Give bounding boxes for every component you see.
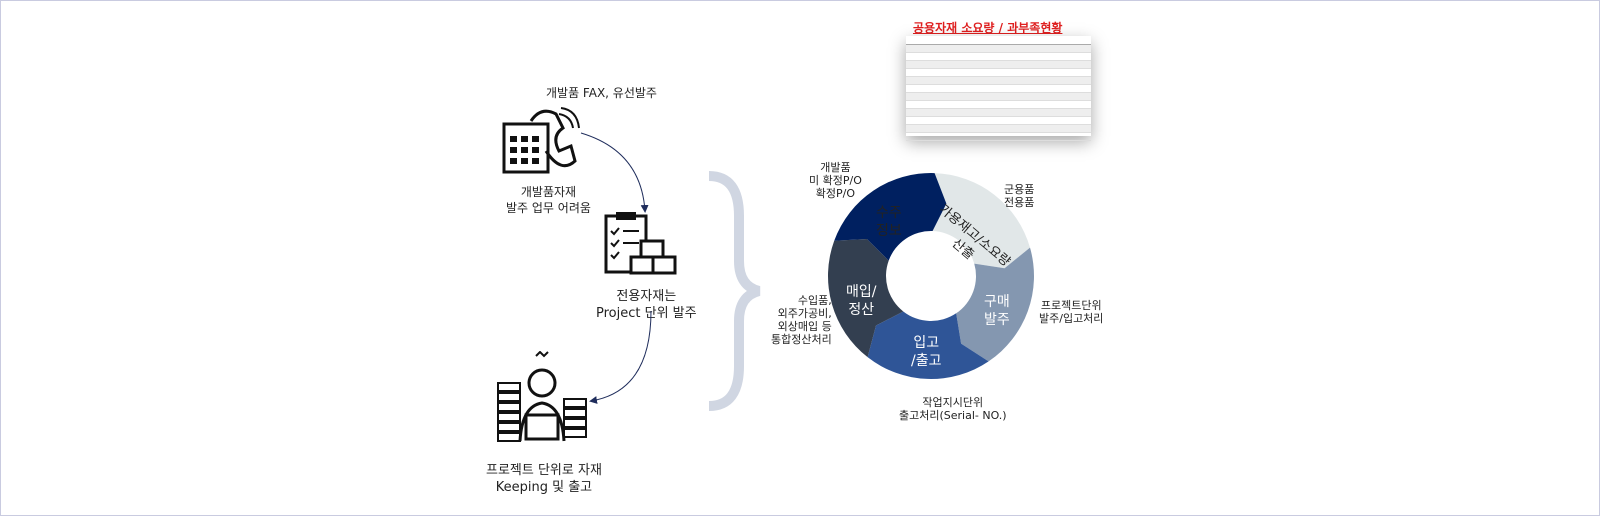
inventory-screenshot: [906, 36, 1091, 141]
segment-order: [932, 173, 1031, 269]
flow-arrows: [580, 132, 761, 411]
segment-settle: [834, 173, 947, 261]
person-laptop-icon: [497, 351, 587, 442]
segment-label-settle: 매입/정산: [846, 284, 877, 318]
cycle-donut: [828, 173, 1034, 379]
curly-brace: [708, 171, 761, 411]
screenshot-title: 공용자재 소요량 / 과부족현황: [913, 21, 1063, 35]
segment-purchase: [867, 311, 989, 379]
fax-caption: 개발품 FAX, 유선발주: [546, 86, 657, 100]
arrow-fax-to-clipboard: [580, 132, 649, 213]
arrow-clipboard-to-person: [589, 310, 652, 404]
segment-stock: [956, 247, 1034, 362]
calculator-phone-icon: [502, 107, 580, 174]
segment-inout: [828, 239, 904, 358]
clipboard-boxes-icon: [604, 212, 677, 275]
segment-label-inout: 입고/출고: [911, 335, 942, 369]
